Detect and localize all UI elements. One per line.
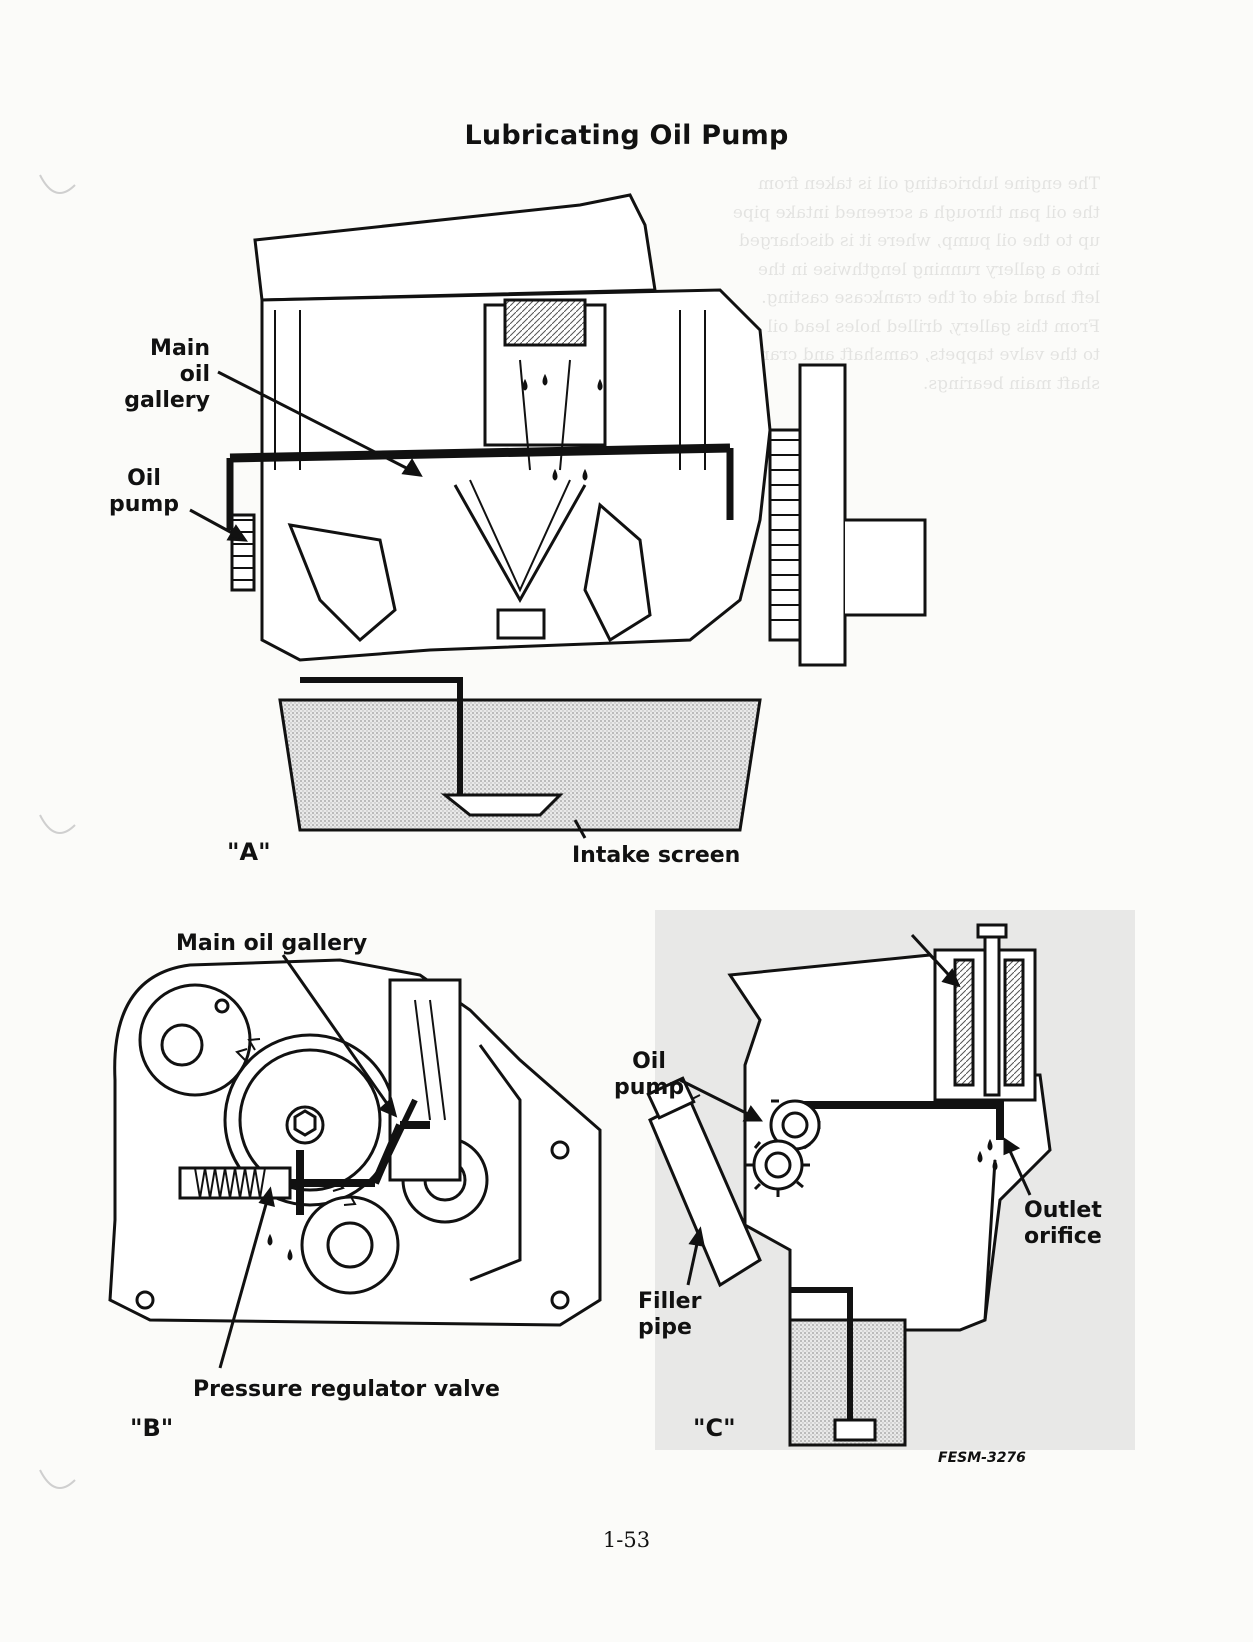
callout-oil-pump-c: Oil pump <box>614 1049 685 1100</box>
figure-code: FESM-3276 <box>938 1450 1026 1466</box>
callout-main-oil-gallery-b: Main oil gallery <box>176 931 368 956</box>
page-number: 1-53 <box>602 1528 651 1552</box>
callout-intake-screen: Intake screen <box>572 843 741 868</box>
callout-pressure-regulator-valve: Pressure regulator valve <box>193 1377 500 1402</box>
callout-filler-pipe: Filler pipe <box>638 1289 702 1340</box>
figure-c-label: "C" <box>693 1414 736 1442</box>
callout-main-oil-gallery-a: Main oil gallery <box>124 336 210 413</box>
callout-oil-pump-a: Oil pump <box>108 466 180 517</box>
callout-outlet-orifice: Outlet orifice <box>1024 1198 1102 1249</box>
figure-b-label: "B" <box>130 1414 174 1442</box>
figure-a-label: "A" <box>227 838 271 866</box>
page-title: Lubricating Oil Pump <box>464 120 789 151</box>
